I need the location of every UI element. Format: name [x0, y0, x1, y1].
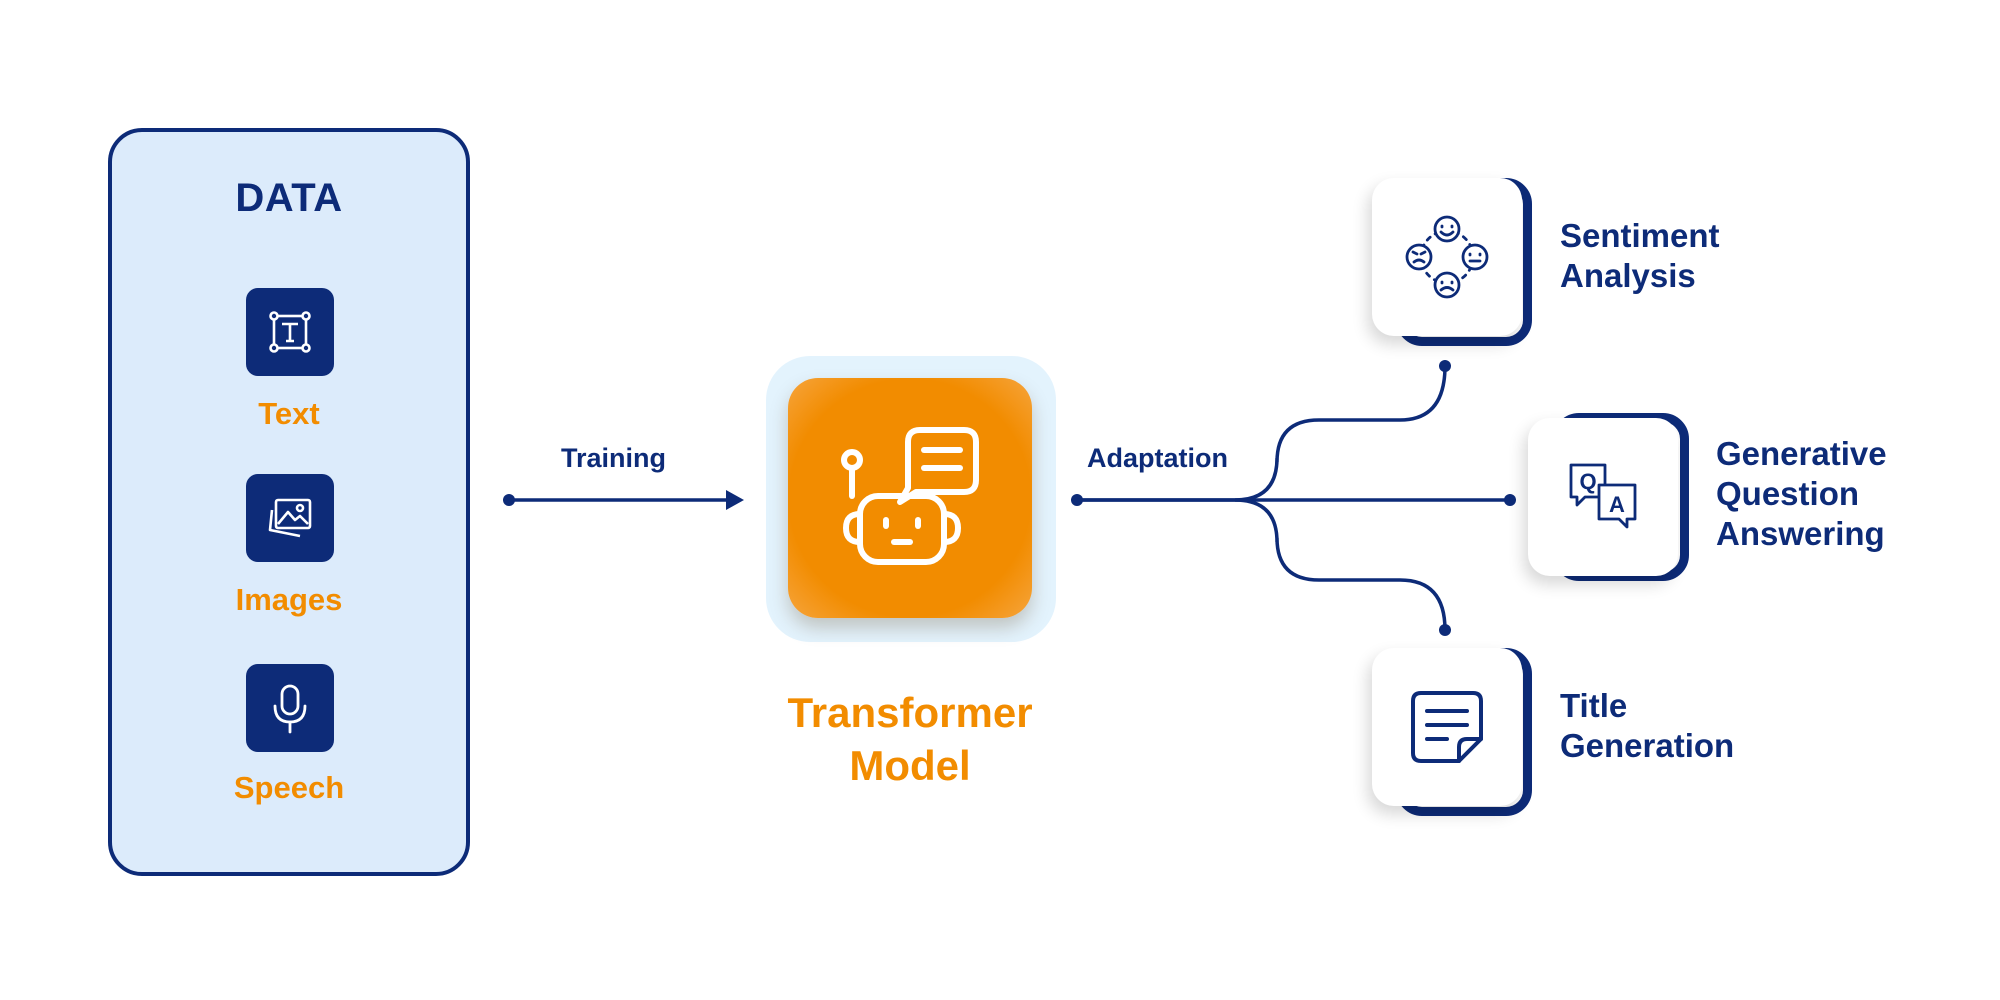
model-label-line-1: Transformer — [787, 689, 1033, 736]
qa-chat-icon: Q A — [1569, 463, 1637, 529]
qa-label-line-3: Answering — [1716, 515, 1885, 552]
sentiment-label-line-1: Sentiment — [1560, 217, 1720, 254]
training-label: Training — [561, 443, 667, 473]
generative-qa-card: Q A — [1528, 418, 1678, 576]
svg-text:A: A — [1609, 492, 1625, 517]
title-generation-card — [1372, 648, 1522, 806]
qa-label-line-1: Generative — [1716, 435, 1887, 472]
sentiment-analysis-card — [1372, 178, 1522, 336]
title-generation-label: Title Generation — [1560, 686, 1734, 766]
title-label-line-1: Title — [1560, 687, 1628, 724]
sentiment-label-line-2: Analysis — [1560, 257, 1696, 294]
sentiment-analysis-label: Sentiment Analysis — [1560, 216, 1720, 296]
robot-chat-icon — [841, 427, 979, 565]
svg-text:Q: Q — [1579, 469, 1596, 494]
qa-label-line-2: Question — [1716, 475, 1860, 512]
adaptation-label: Adaptation — [1087, 443, 1228, 473]
microphone-icon — [273, 684, 307, 734]
note-icon — [1411, 691, 1483, 763]
speech-data-tile — [246, 664, 334, 752]
generative-qa-label: Generative Question Answering — [1716, 434, 1887, 554]
adaptation-branches — [1071, 360, 1516, 636]
data-item-speech-label: Speech — [233, 770, 345, 805]
training-arrow — [503, 490, 744, 510]
text-data-tile — [246, 288, 334, 376]
data-item-images-label: Images — [235, 582, 343, 617]
transformer-model-label: Transformer Model — [760, 686, 1060, 792]
model-label-line-2: Model — [849, 742, 971, 789]
emotion-faces-icon — [1405, 215, 1489, 299]
images-icon — [268, 498, 312, 538]
transformer-model-card — [788, 378, 1032, 618]
text-icon — [269, 311, 311, 353]
title-label-line-2: Generation — [1560, 727, 1735, 764]
images-data-tile — [246, 474, 334, 562]
data-panel-title: DATA — [235, 176, 343, 220]
data-item-text-label: Text — [258, 396, 320, 431]
